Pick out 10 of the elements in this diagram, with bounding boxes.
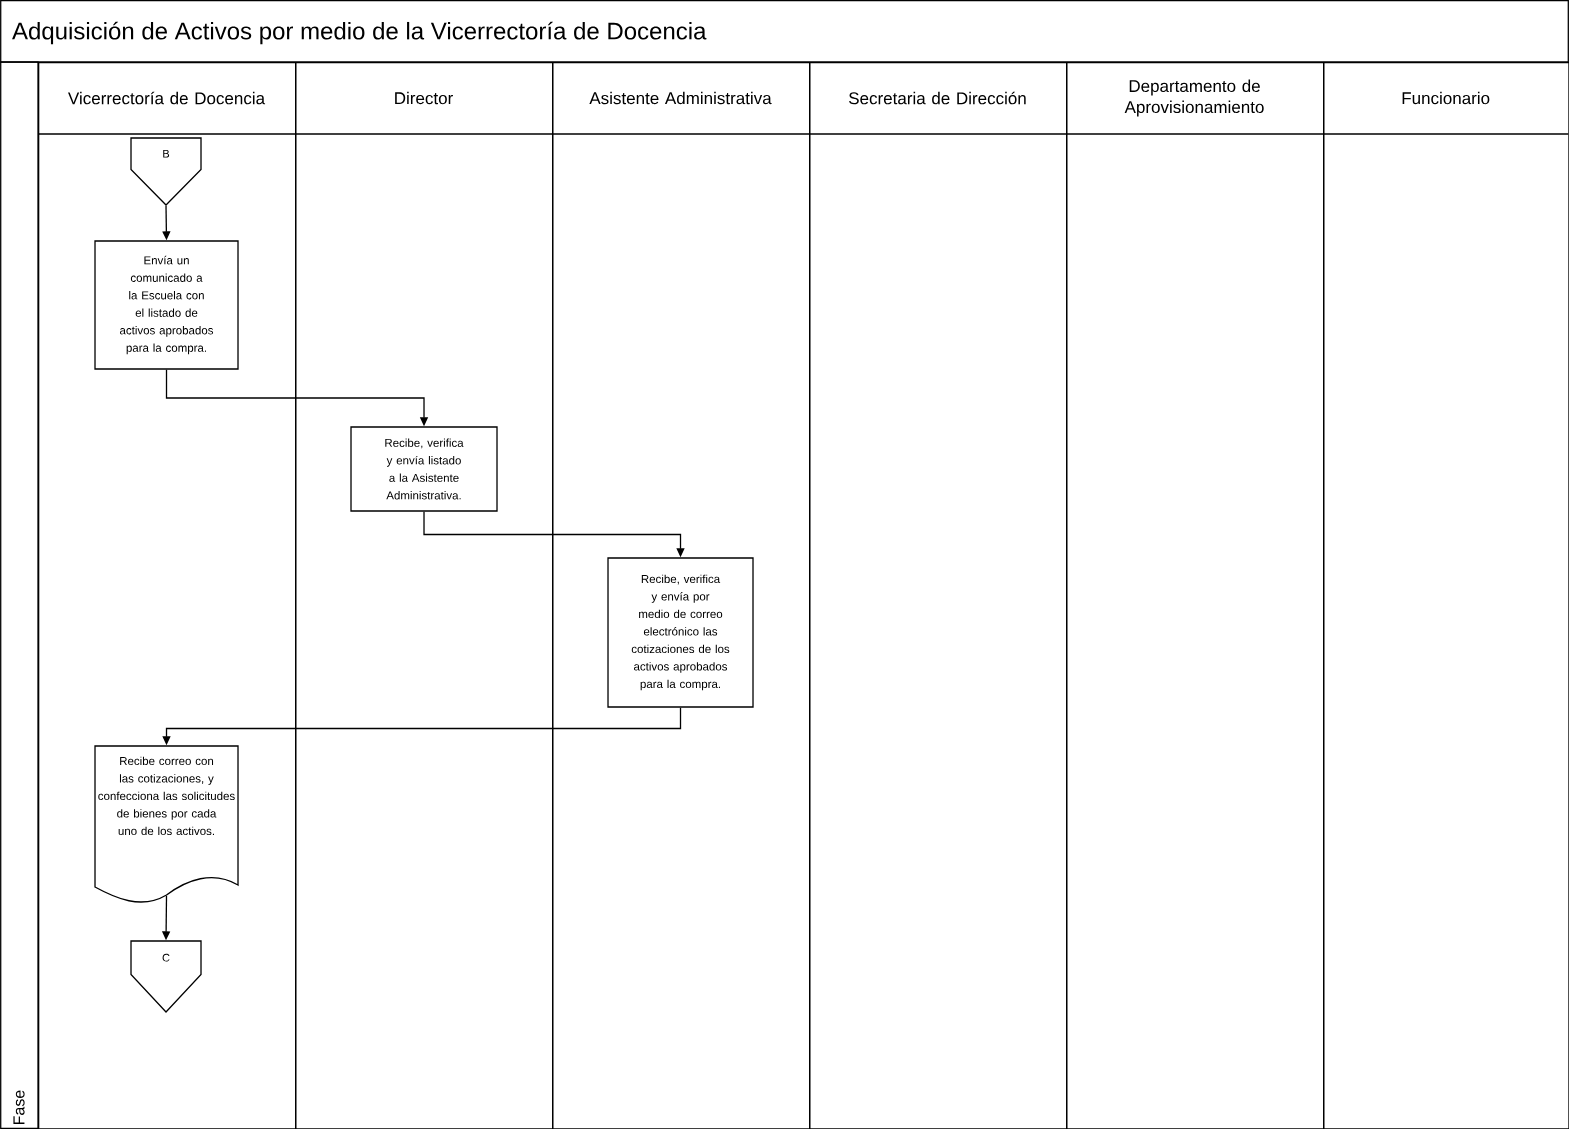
phase-label: Fase bbox=[13, 1090, 25, 1125]
process-box: Envía un comunicado a la Escuela con el listado de activos aprobados para la compra. bbox=[94, 240, 239, 370]
off-page-connector: C bbox=[130, 940, 202, 1013]
process-box: Recibe, verifica y envía por medio de correo electrónico las cotizaciones de los activos aprobados para la compra. bbox=[607, 557, 754, 708]
swimlane: Secretaria de Dirección bbox=[809, 62, 1068, 1129]
diagram-title: Adquisición de Activos por medio de la Vicerrectoría de Docencia bbox=[12, 21, 707, 45]
swimlane: Departamento de Aprovisionamiento bbox=[1066, 62, 1325, 1129]
process-box: Recibe, verifica y envía listado a la Asistente Administrativa. bbox=[350, 426, 498, 512]
off-page-connector: B bbox=[130, 137, 202, 206]
swimlane: Funcionario bbox=[1323, 62, 1569, 1129]
